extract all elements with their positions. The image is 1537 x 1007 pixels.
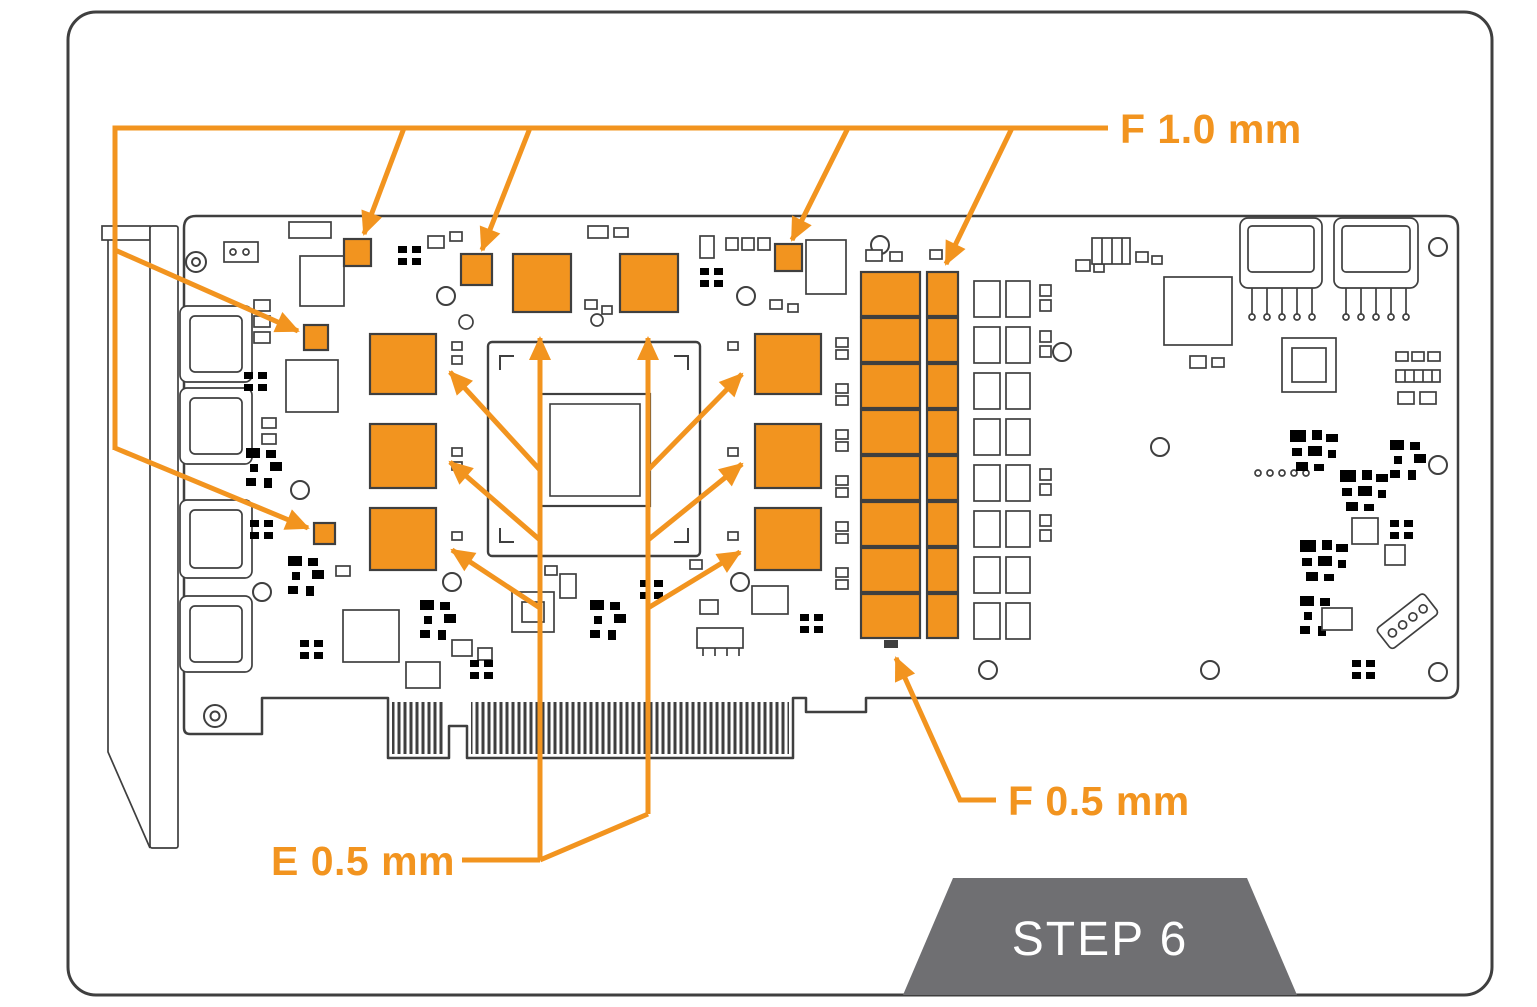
thermal-pad-f10 xyxy=(342,237,373,268)
label-e05: E 0.5 mm xyxy=(271,838,455,884)
memory-pad xyxy=(368,506,438,572)
memory-pad xyxy=(618,252,680,314)
label-f05: F 0.5 mm xyxy=(1008,778,1190,824)
display-ports xyxy=(179,305,253,673)
leader-lines-f10 xyxy=(112,125,1108,531)
pcie-fingers xyxy=(392,702,789,754)
thermal-pad-f10 xyxy=(773,242,804,273)
step-banner xyxy=(903,878,1297,995)
memory-pad xyxy=(368,422,438,490)
memory-pad xyxy=(753,506,823,572)
thermal-pads-e05 xyxy=(368,252,823,572)
thermal-pads-f10 xyxy=(302,237,804,546)
memory-pad xyxy=(368,332,438,396)
memory-pad xyxy=(753,422,823,490)
step-banner-text: STEP 6 xyxy=(1012,913,1189,966)
io-bracket xyxy=(101,225,179,849)
thermal-pads-f05 xyxy=(859,270,960,648)
leader-lines-f05 xyxy=(893,656,996,803)
label-f10: F 1.0 mm xyxy=(1120,106,1302,152)
thermal-pad-f10 xyxy=(459,252,494,287)
pcb-components xyxy=(223,217,1441,689)
memory-pad xyxy=(511,252,573,314)
mounting-holes xyxy=(185,235,1448,728)
thermal-pad-f10 xyxy=(302,323,330,352)
card-border xyxy=(66,10,1494,997)
thermal-pad-f10 xyxy=(312,521,337,546)
leader-lines-e05 xyxy=(448,336,744,863)
memory-pad xyxy=(753,332,823,396)
